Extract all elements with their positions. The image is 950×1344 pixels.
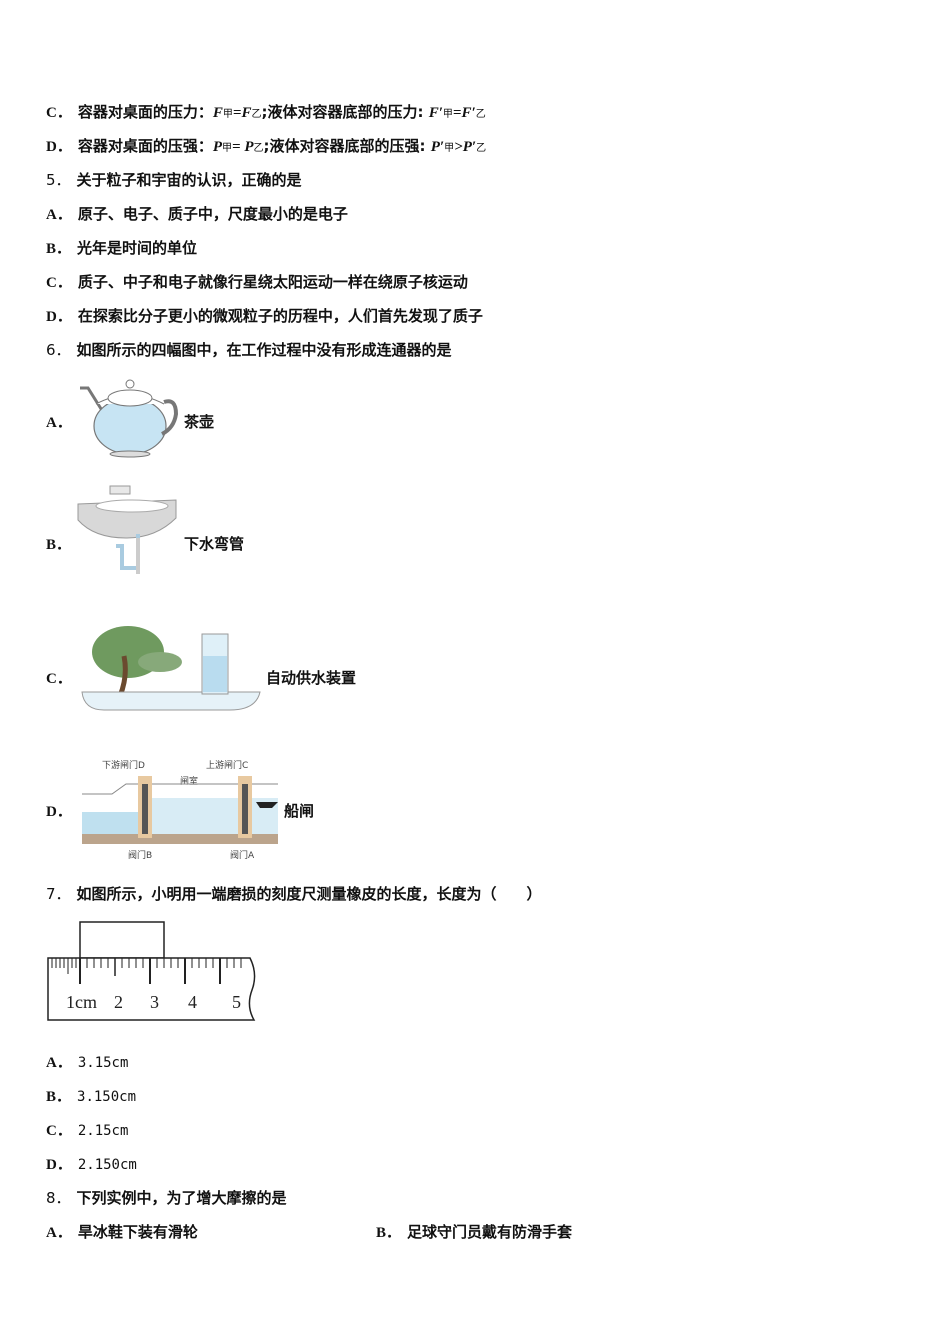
- q4-option-d: D．容器对桌面的压强：P甲= P乙;液体对容器底部的压强: P′甲>P′乙: [46, 137, 487, 155]
- q5-option-b: B．光年是时间的单位: [46, 239, 198, 257]
- teapot-icon: [80, 379, 178, 458]
- q6-option-b-caption: 下水弯管: [184, 535, 245, 553]
- ruler-eraser-figure: 1cm 2 3 4 5: [47, 921, 256, 1021]
- q6-option-c-label: C．: [46, 671, 72, 687]
- bonsai-water-supply-icon: [81, 626, 261, 711]
- q8-option-b: B．足球守门员戴有防滑手套: [376, 1223, 573, 1241]
- q6-stem: 6．如图所示的四幅图中，在工作过程中没有形成连通器的是: [46, 341, 452, 359]
- q5-option-c: C．质子、中子和电子就像行星绕太阳运动一样在绕原子核运动: [46, 273, 468, 291]
- q8-option-a: A．旱冰鞋下装有滑轮: [46, 1223, 198, 1241]
- q8-stem: 8．下列实例中，为了增大摩擦的是: [46, 1189, 287, 1207]
- q5-option-d: D．在探索比分子更小的微观粒子的历程中，人们首先发现了质子: [46, 307, 483, 325]
- svg-text:2: 2: [114, 992, 123, 1012]
- sink-drain-icon: [77, 485, 177, 574]
- q7-option-d: D．2.150cm: [46, 1157, 137, 1173]
- q6-option-b-label: B．: [46, 537, 72, 553]
- q7-option-b: B．3.150cm: [46, 1089, 137, 1105]
- q7-option-c: C．2.15cm: [46, 1123, 129, 1139]
- svg-text:3: 3: [150, 992, 159, 1012]
- q6-option-d-label: D．: [46, 804, 72, 820]
- svg-text:4: 4: [188, 992, 197, 1012]
- svg-text:下游闸门D: 下游闸门D: [102, 759, 145, 771]
- q6-option-c-caption: 自动供水装置: [266, 669, 357, 687]
- q6-option-a-label: A．: [46, 415, 72, 431]
- svg-text:阀门B: 阀门B: [128, 849, 152, 861]
- svg-text:5: 5: [232, 992, 241, 1012]
- q6-option-a-caption: 茶壶: [184, 413, 215, 431]
- svg-text:1cm: 1cm: [66, 992, 97, 1012]
- svg-text:阀门A: 阀门A: [230, 849, 255, 861]
- svg-text:闸室: 闸室: [180, 775, 198, 787]
- q5-option-a: A．原子、电子、质子中，尺度最小的是电子: [46, 205, 348, 223]
- q6-option-d-caption: 船闸: [284, 802, 315, 820]
- ship-lock-icon: 下游闸门D 上游闸门C 闸室 阀门B 阀门A: [82, 759, 278, 861]
- q7-option-a: A．3.15cm: [46, 1055, 129, 1071]
- q4-option-c: C．容器对桌面的压力：F甲=F乙;液体对容器底部的压力: F′甲=F′乙: [46, 103, 486, 121]
- q7-stem: 7．如图所示，小明用一端磨损的刻度尺测量橡皮的长度，长度为（ ）: [46, 885, 542, 903]
- svg-text:上游闸门C: 上游闸门C: [206, 759, 248, 771]
- q5-stem: 5．关于粒子和宇宙的认识，正确的是: [46, 171, 302, 189]
